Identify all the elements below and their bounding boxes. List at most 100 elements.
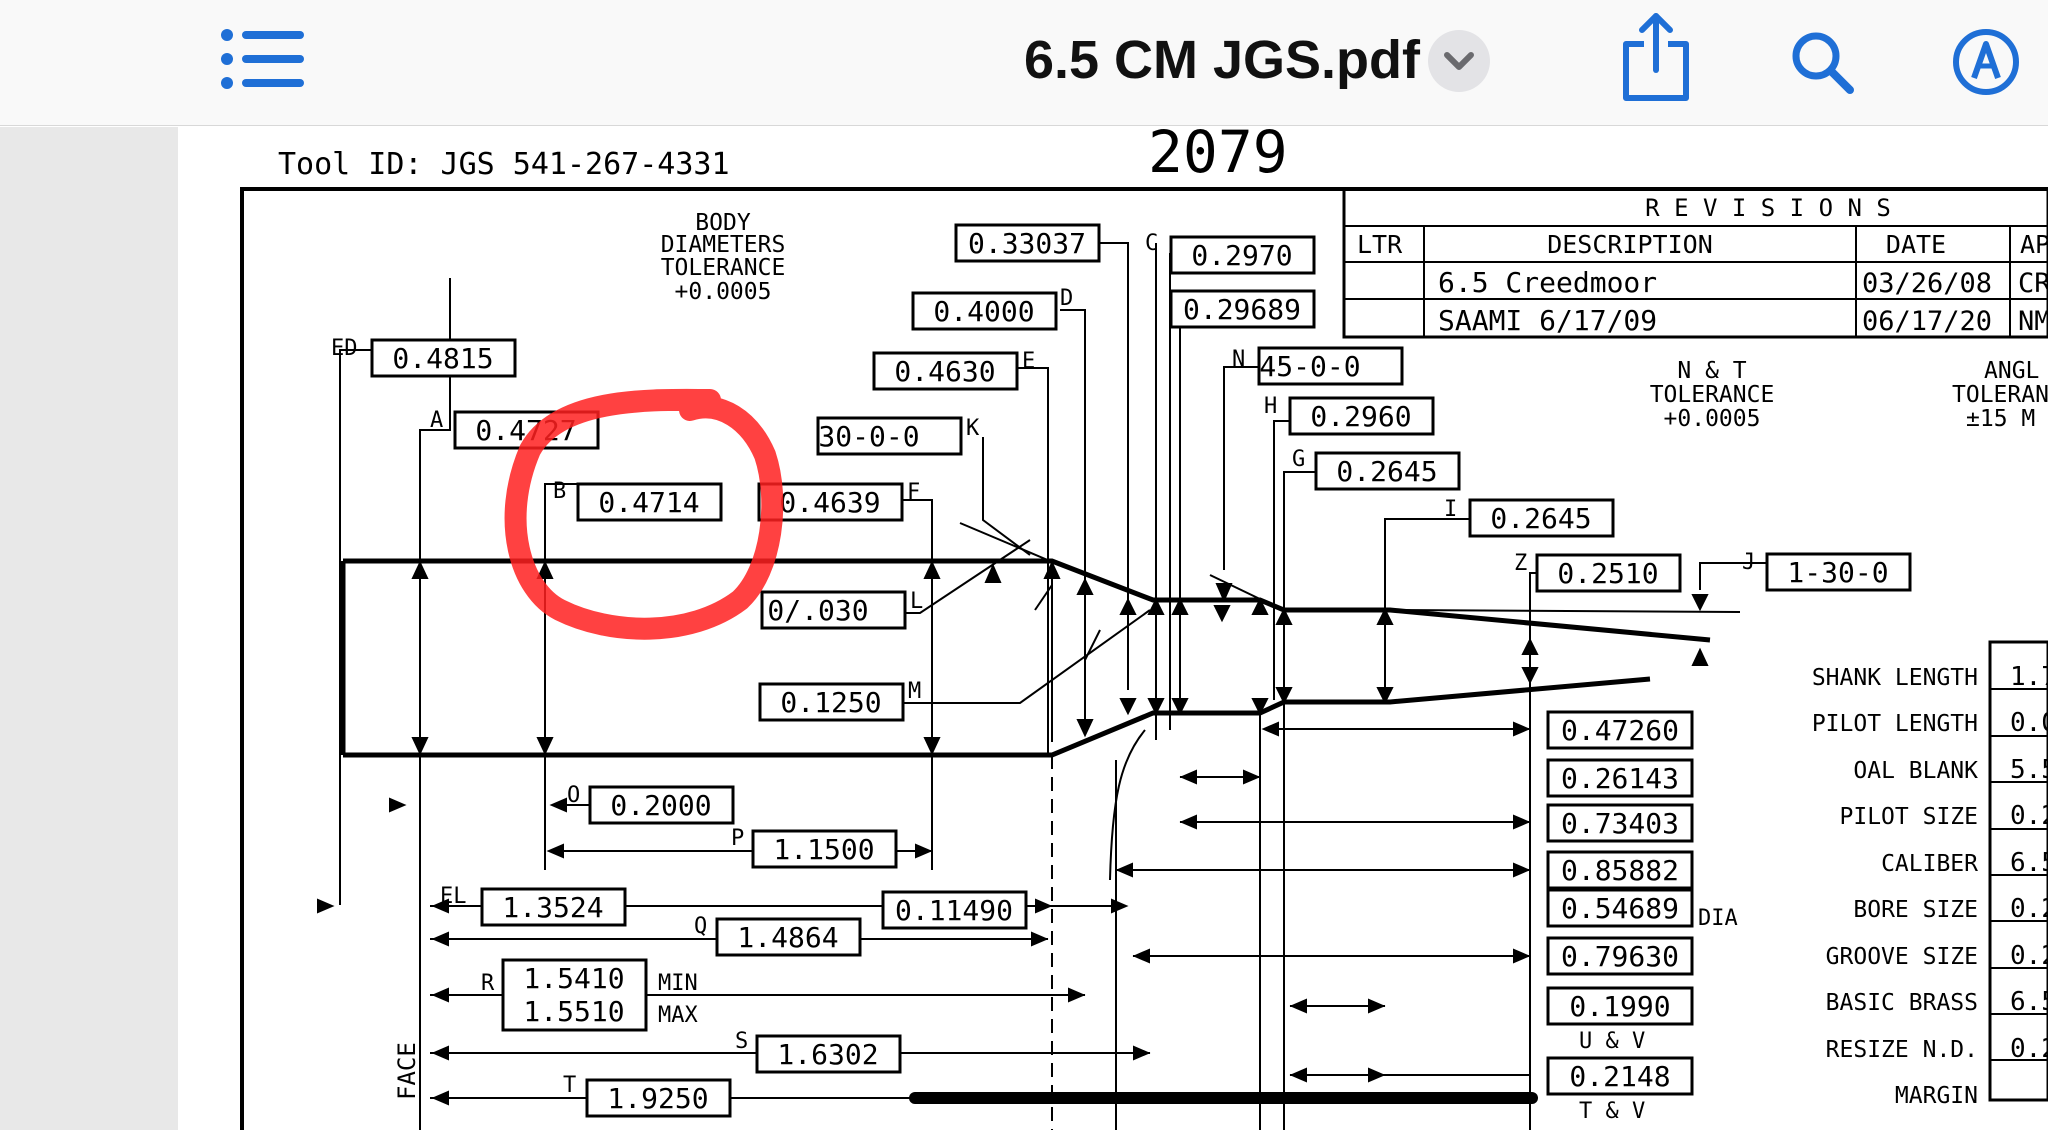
spec-label: MARGIN [1895,1083,1978,1109]
right-dim: 0.73403 [1561,807,1679,840]
letter-el: EL [440,884,467,909]
toolbar: 6.5 CM JGS.pdf [0,0,2048,126]
letter-g: G [1292,447,1305,472]
letter-t: T [563,1073,576,1098]
dim-r-min: 1.5410 [523,962,624,995]
revisions-table: LTR DESCRIPTION DATE AP 6.5 Creedmoor 03… [1357,230,2048,337]
dim-o: 0.2000 [610,789,711,822]
revisions-title: R E V I S I O N S [1645,194,1891,222]
spec-value: 0.2 [2010,1034,2048,1064]
document-title[interactable]: 6.5 CM JGS.pdf [1023,30,1420,90]
right-dim: 0.79630 [1561,940,1679,973]
body-note-line: TOLERANCE [661,255,786,281]
dia-label: DIA [1698,906,1738,931]
nt-note-line: N & T [1677,358,1746,384]
rev-cell: 6.5 Creedmoor [1438,266,1657,299]
letter-e: E [1022,349,1035,374]
share-icon[interactable] [1620,10,1692,102]
body-note-line: DIAMETERS [661,232,786,258]
uv-label: U & V [1579,1029,1645,1054]
dim-t: 1.9250 [607,1082,708,1115]
letter-p: P [731,826,744,851]
dim-b: 0.4714 [598,486,699,519]
nt-note-line: TOLERANCE [1650,382,1775,408]
markup-circle-annotation[interactable] [504,388,784,640]
spec-label: GROOVE SIZE [1826,944,1978,970]
dim-r-max: 1.5510 [523,995,624,1028]
rev-header: DESCRIPTION [1547,230,1713,259]
tool-id: Tool ID: JGS 541-267-4331 [278,147,730,182]
rev-cell: 03/26/08 [1862,268,1992,299]
spec-label: SHANK LENGTH [1812,665,1978,691]
letter-n: N [1232,347,1245,372]
dim-d: 0.4000 [933,295,1034,328]
spec-value: 0.0 [2010,708,2048,738]
dim-c2: 0.2970 [1191,239,1292,272]
letter-j: J [1742,550,1755,575]
pdf-page[interactable]: Tool ID: JGS 541-267-4331 2079 BODY DIAM… [178,118,2048,1130]
dim-k: 30-0-0 [818,420,919,453]
markup-icon[interactable] [1952,28,2020,96]
dim-el: 1.3524 [502,891,603,924]
letter-o: O [567,783,580,808]
search-icon[interactable] [1790,30,1856,96]
tv-label: T & V [1579,1099,1645,1124]
nt-note-line: +0.0005 [1664,406,1761,432]
dim-f: 0.4639 [779,486,880,519]
letter-i: I [1444,497,1457,522]
spec-label: PILOT SIZE [1840,804,1978,830]
dim-h: 0.2960 [1310,400,1411,433]
right-dim: 0.54689 [1561,892,1679,925]
letter-d: D [1060,286,1073,311]
dim-s: 1.6302 [777,1038,878,1071]
body-note-line: +0.0005 [675,279,772,305]
spec-label: PILOT LENGTH [1812,711,1978,737]
letter-q: Q [694,914,707,939]
engineering-drawing: Tool ID: JGS 541-267-4331 2079 BODY DIAM… [240,118,2048,1130]
rev-header: DATE [1886,230,1946,259]
letter-s: S [735,1029,748,1054]
dim-m: 0.1250 [780,686,881,719]
letter-f: F [907,480,920,505]
dim-c3: 0.29689 [1183,293,1301,326]
dim-z: 0.2510 [1557,557,1658,590]
letter-ed: ED [331,336,358,361]
spec-value: 0.2 [2010,941,2048,971]
letter-k: K [966,416,980,441]
rev-cell: CR [2018,268,2048,299]
right-dim: 0.85882 [1561,854,1679,887]
thumbnail-sidebar [0,127,178,1130]
spec-label: BASIC BRASS [1826,990,1978,1016]
letter-b: B [553,479,566,504]
dim-l: 0/.030 [767,594,868,627]
spec-value: 0.2 [2010,801,2048,831]
angle-note-line: ±15 M [1966,406,2035,432]
rev-header: LTR [1357,230,1403,259]
rev-cell: 06/17/20 [1862,306,1992,337]
dim-n: 45-0-0 [1259,350,1360,383]
right-dim: 0.47260 [1561,714,1679,747]
face-label: FACE [393,1042,421,1100]
spec-label: RESIZE N.D. [1826,1037,1978,1063]
right-dim: 0.26143 [1561,762,1679,795]
drawing-number: 2079 [1148,127,1288,186]
chevron-down-icon [1444,52,1474,70]
angle-note-line: TOLERAN [1952,382,2048,408]
dim-p: 1.1500 [773,833,874,866]
dim-e: 0.4630 [894,355,995,388]
letter-z: Z [1514,551,1527,576]
spec-label: BORE SIZE [1853,897,1978,923]
letter-a: A [430,408,443,433]
title-menu-button[interactable] [1428,30,1490,92]
list-icon[interactable] [220,28,306,90]
dim-q: 1.4864 [737,921,838,954]
spec-value: 6.5 [2010,848,2048,878]
letter-c: C [1145,231,1158,256]
angle-note-line: ANGL [1984,358,2039,384]
spec-label: CALIBER [1881,851,1978,877]
rev-cell: NM [2018,306,2048,337]
spec-value: 1.7 [2010,662,2048,692]
spec-value: 0.2 [2010,894,2048,924]
rev-cell: SAAMI 6/17/09 [1438,304,1657,337]
right-dim: 0.2148 [1569,1060,1670,1093]
